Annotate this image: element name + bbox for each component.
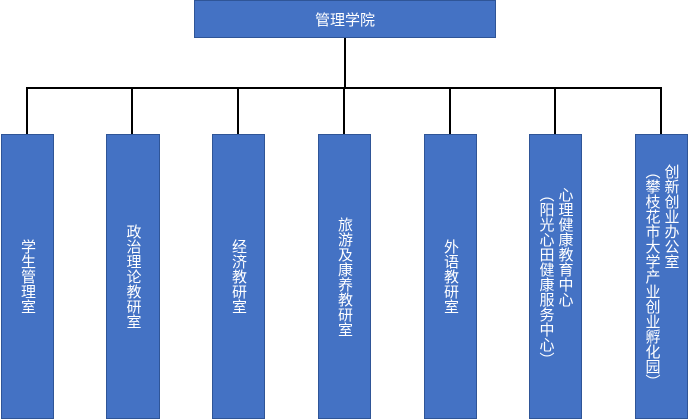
unit-node-label: 经济教研室: [230, 239, 248, 314]
root-node-label: 管理学院: [314, 10, 375, 29]
unit-node-innovation-office: 创新创业办公室 （攀枝花市大学产业创业孵化园）: [635, 134, 688, 419]
unit-node-economics-office: 经济教研室: [212, 134, 265, 419]
unit-node-label: 心理健康教育中心 （阳光心田健康服务中心）: [537, 186, 575, 367]
unit-node-label: 创新创业办公室 （攀枝花市大学产业创业孵化园）: [643, 164, 681, 389]
root-node-management-school: 管理学院: [194, 0, 496, 38]
unit-node-label: 旅游及康养教研室: [336, 216, 354, 337]
unit-node-label: 政治理论教研室: [124, 224, 143, 329]
unit-node-health-center: 心理健康教育中心 （阳光心田健康服务中心）: [529, 134, 582, 419]
unit-node-student-office: 学生管理室: [1, 134, 54, 419]
unit-node-language-office: 外语教研室: [424, 134, 477, 419]
unit-node-label: 学生管理室: [19, 239, 37, 314]
unit-node-tourism-office: 旅游及康养教研室: [318, 134, 371, 419]
unit-node-label: 外语教研室: [442, 239, 460, 314]
unit-node-politics-office: 政治理论教研室: [106, 134, 160, 419]
